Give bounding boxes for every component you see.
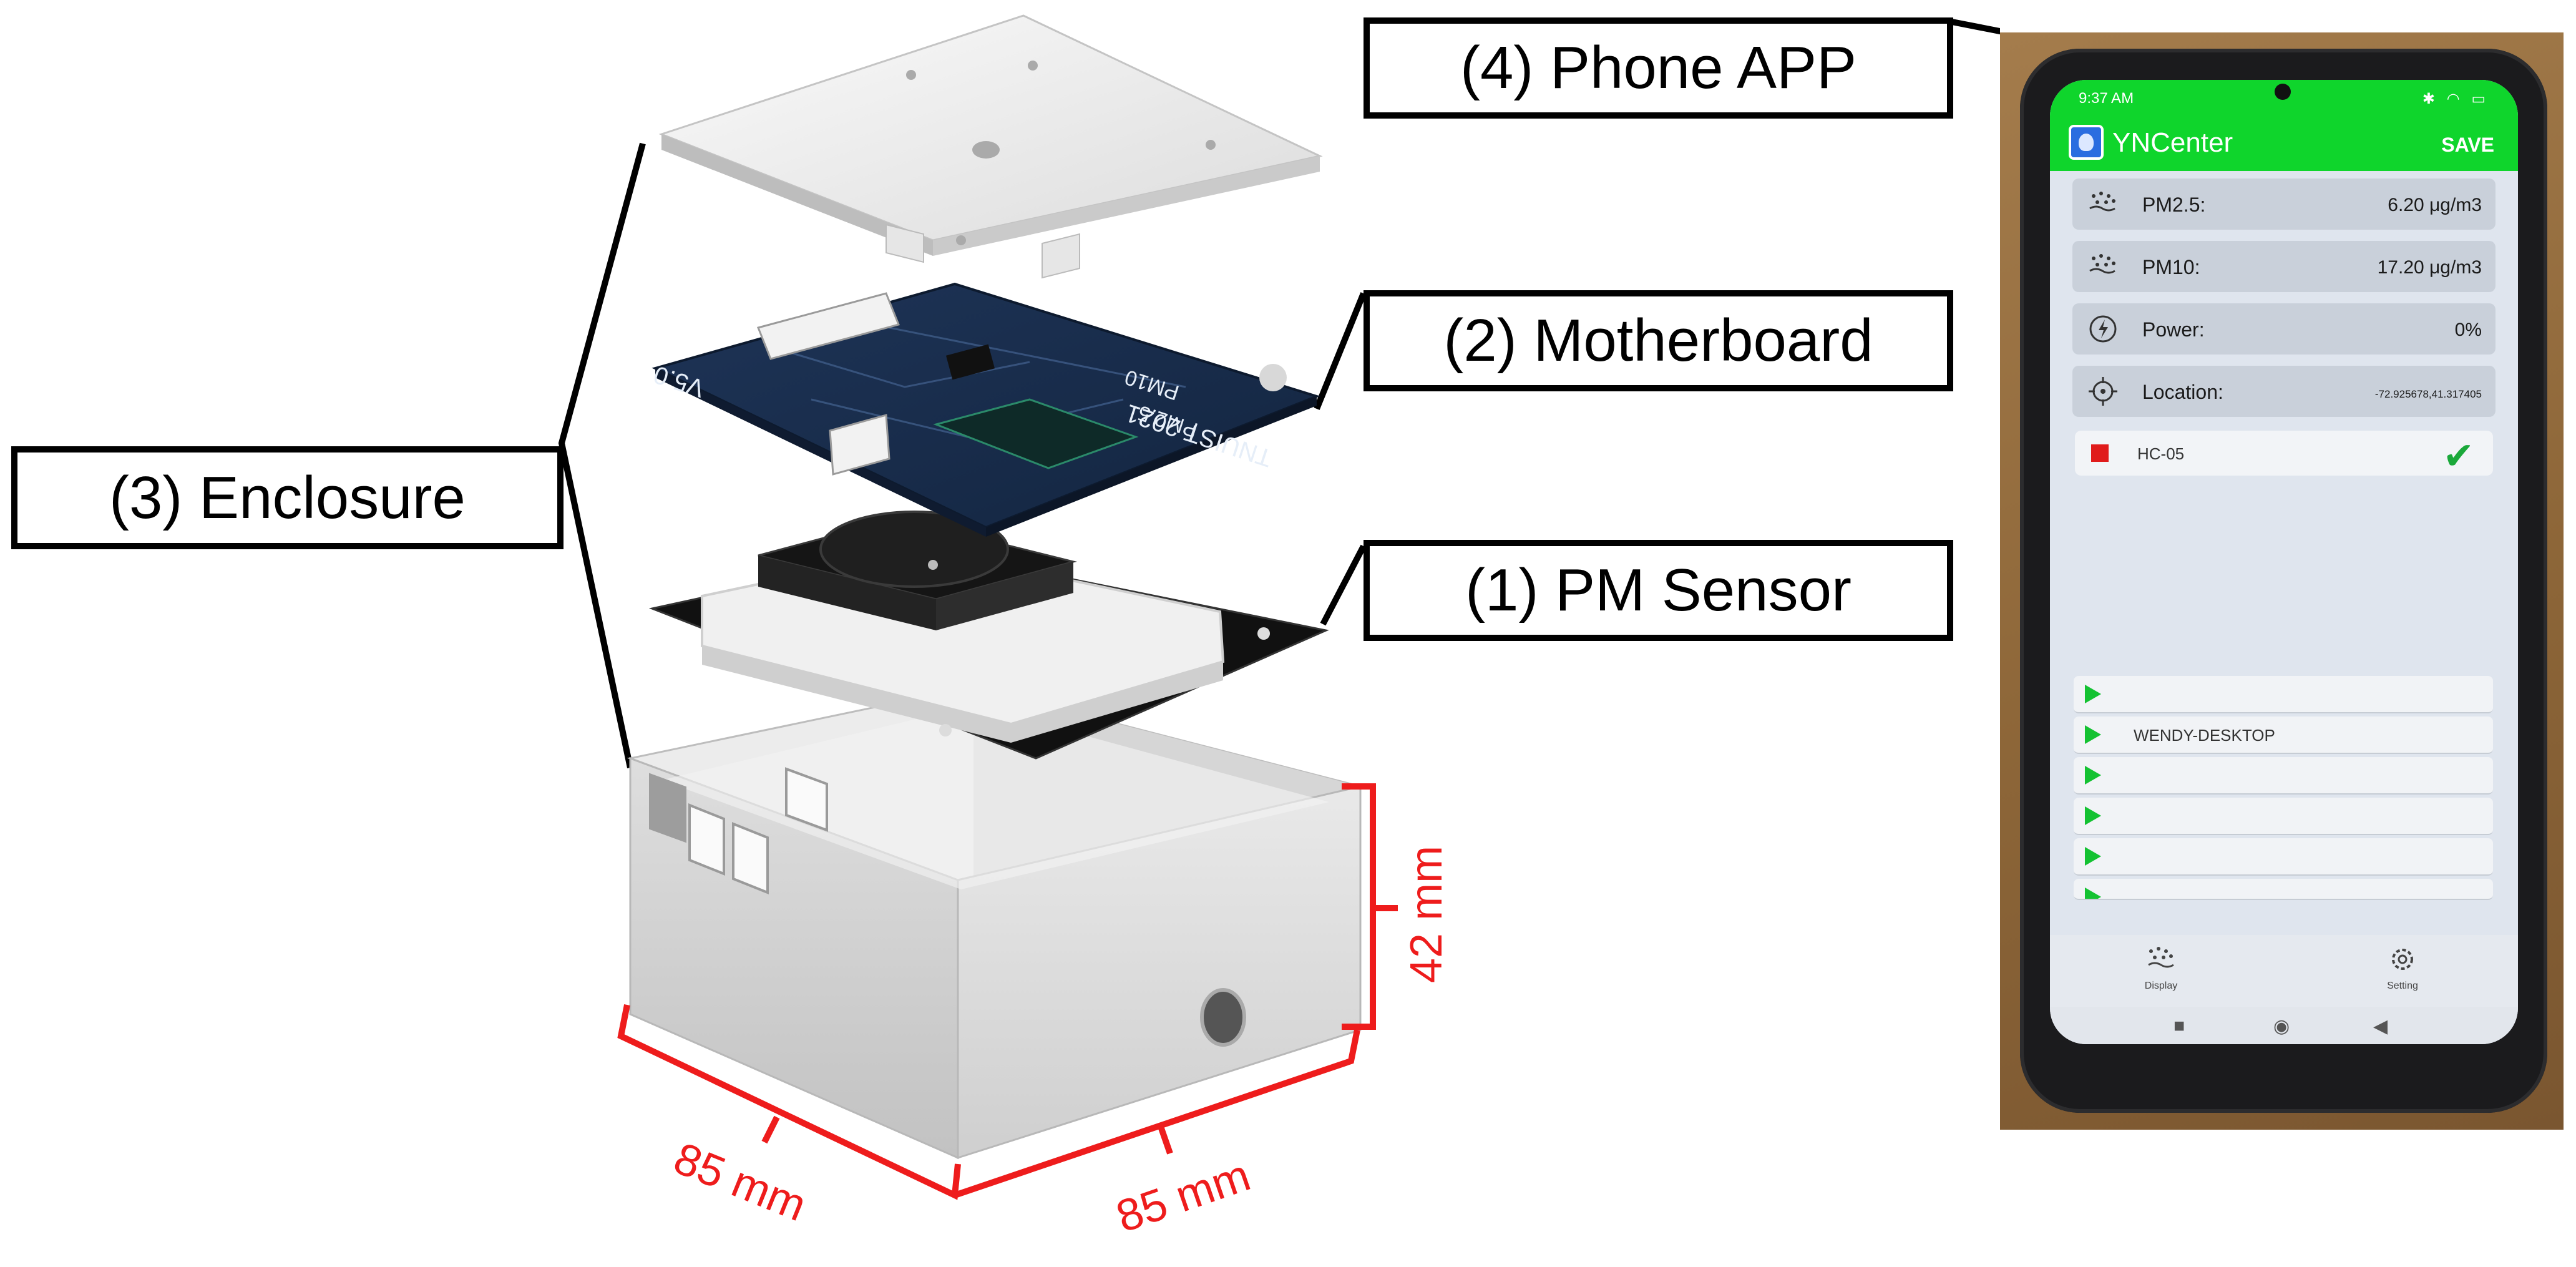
app-bar: YNCenter SAVE	[2050, 115, 2518, 171]
paired-device-item[interactable]	[2074, 676, 2493, 713]
reading-label: PM10:	[2142, 256, 2200, 278]
front-camera	[2275, 84, 2291, 100]
play-icon[interactable]	[2085, 847, 2101, 866]
height-label: 42 mm	[1402, 846, 1451, 983]
dimension-lines	[617, 783, 1398, 1200]
phone-screen: 9:37 AM ✱ ◠ ▭ YNCenter SAVE PM2.5: 6.20 …	[2050, 80, 2518, 1044]
tab-display[interactable]: Display	[2117, 944, 2205, 992]
play-icon[interactable]	[2085, 806, 2101, 825]
callout-phone-app: (4) Phone APP	[1364, 17, 1953, 119]
play-icon[interactable]	[2085, 685, 2101, 703]
callout-enclosure: (3) Enclosure	[11, 446, 564, 549]
status-icons: ✱ ◠ ▭	[2422, 90, 2489, 108]
bluetooth-icon: ✱	[2422, 90, 2439, 107]
play-icon[interactable]	[2085, 766, 2101, 785]
paired-device-item[interactable]	[2074, 798, 2493, 835]
reading-value: 17.20 μg/m3	[2377, 257, 2482, 278]
callout-enclosure-text: (3) Enclosure	[109, 464, 466, 531]
save-button[interactable]: SAVE	[2441, 134, 2494, 156]
checkmark-icon: ✔	[2442, 435, 2474, 477]
callout-pm-sensor: (1) PM Sensor	[1364, 540, 1953, 641]
status-time: 9:37 AM	[2079, 90, 2134, 107]
reading-label: Location:	[2142, 381, 2223, 403]
width-left-label: 85 mm	[667, 1133, 813, 1231]
tab-display-label: Display	[2144, 981, 2178, 991]
pm25-icon	[2089, 192, 2115, 212]
callout-pm-sensor-text: (1) PM Sensor	[1465, 557, 1852, 624]
play-icon[interactable]	[2085, 725, 2101, 744]
power-icon	[2089, 315, 2117, 343]
wifi-icon: ◠	[2446, 90, 2464, 107]
home-icon[interactable]: ◉	[2273, 1016, 2290, 1037]
callout-motherboard-text: (2) Motherboard	[1443, 307, 1873, 374]
phone-leader	[1951, 19, 2000, 35]
device-render: V5.0 PM2.5 PM10 TNUIST 2021 4	[558, 14, 2000, 1242]
app-logo-icon	[2069, 125, 2104, 160]
pm25-icon	[2148, 947, 2174, 968]
enclosure-box	[627, 685, 1362, 1160]
disconnect-icon[interactable]	[2091, 444, 2109, 462]
pm-sensor	[648, 511, 1329, 760]
app-title: YNCenter	[2112, 127, 2233, 158]
reading-label: Power:	[2142, 318, 2205, 341]
sensor-leader	[1320, 544, 1367, 626]
reading-value: 0%	[2454, 320, 2482, 340]
callout-motherboard: (2) Motherboard	[1364, 290, 1953, 391]
bottom-tab-bar: Display Setting	[2050, 935, 2518, 1007]
status-bar: 9:37 AM ✱ ◠ ▭	[2050, 80, 2518, 115]
back-icon[interactable]: ◀	[2373, 1016, 2388, 1037]
reading-row-location: Location: -72.925678,41.317405	[2072, 366, 2496, 417]
location-icon	[2089, 377, 2117, 406]
reading-row-pm10: PM10: 17.20 μg/m3	[2072, 241, 2496, 292]
callout-phone-app-text: (4) Phone APP	[1460, 34, 1857, 101]
enclosure-lid	[658, 14, 1323, 279]
reading-row-power: Power: 0%	[2072, 303, 2496, 355]
tab-setting[interactable]: Setting	[2359, 944, 2446, 992]
battery-icon: ▭	[2471, 90, 2489, 107]
reading-value: -72.925678,41.317405	[2374, 388, 2482, 400]
reading-row-pm25: PM2.5: 6.20 μg/m3	[2072, 179, 2496, 230]
paired-device-name: WENDY-DESKTOP	[2134, 726, 2275, 745]
connected-device-row[interactable]: HC-05 ✔	[2075, 431, 2493, 477]
motherboard-pcb: V5.0 PM2.5 PM10 TNUIST 2021	[650, 282, 1321, 537]
device-name: HC-05	[2137, 444, 2185, 463]
paired-device-item[interactable]	[2074, 838, 2493, 876]
paired-device-item[interactable]	[2074, 879, 2493, 900]
leader-lines	[558, 19, 2000, 769]
recents-icon[interactable]: ■	[2174, 1015, 2185, 1036]
play-icon[interactable]	[2085, 888, 2101, 899]
width-right-dimension	[954, 1029, 1360, 1198]
gear-icon	[2392, 949, 2413, 970]
enclosure-leader	[558, 142, 646, 769]
width-right-label: 85 mm	[1110, 1150, 1256, 1242]
reading-value: 6.20 μg/m3	[2388, 195, 2482, 215]
reading-label: PM2.5:	[2142, 193, 2206, 216]
pm10-icon	[2089, 254, 2115, 274]
tab-setting-label: Setting	[2387, 981, 2418, 991]
width-left-dimension	[617, 1004, 961, 1200]
motherboard-leader	[1314, 292, 1367, 410]
paired-device-item[interactable]	[2074, 757, 2493, 795]
system-nav-bar: ■ ◉ ◀	[2050, 1007, 2518, 1044]
paired-device-item[interactable]: WENDY-DESKTOP	[2074, 717, 2493, 754]
